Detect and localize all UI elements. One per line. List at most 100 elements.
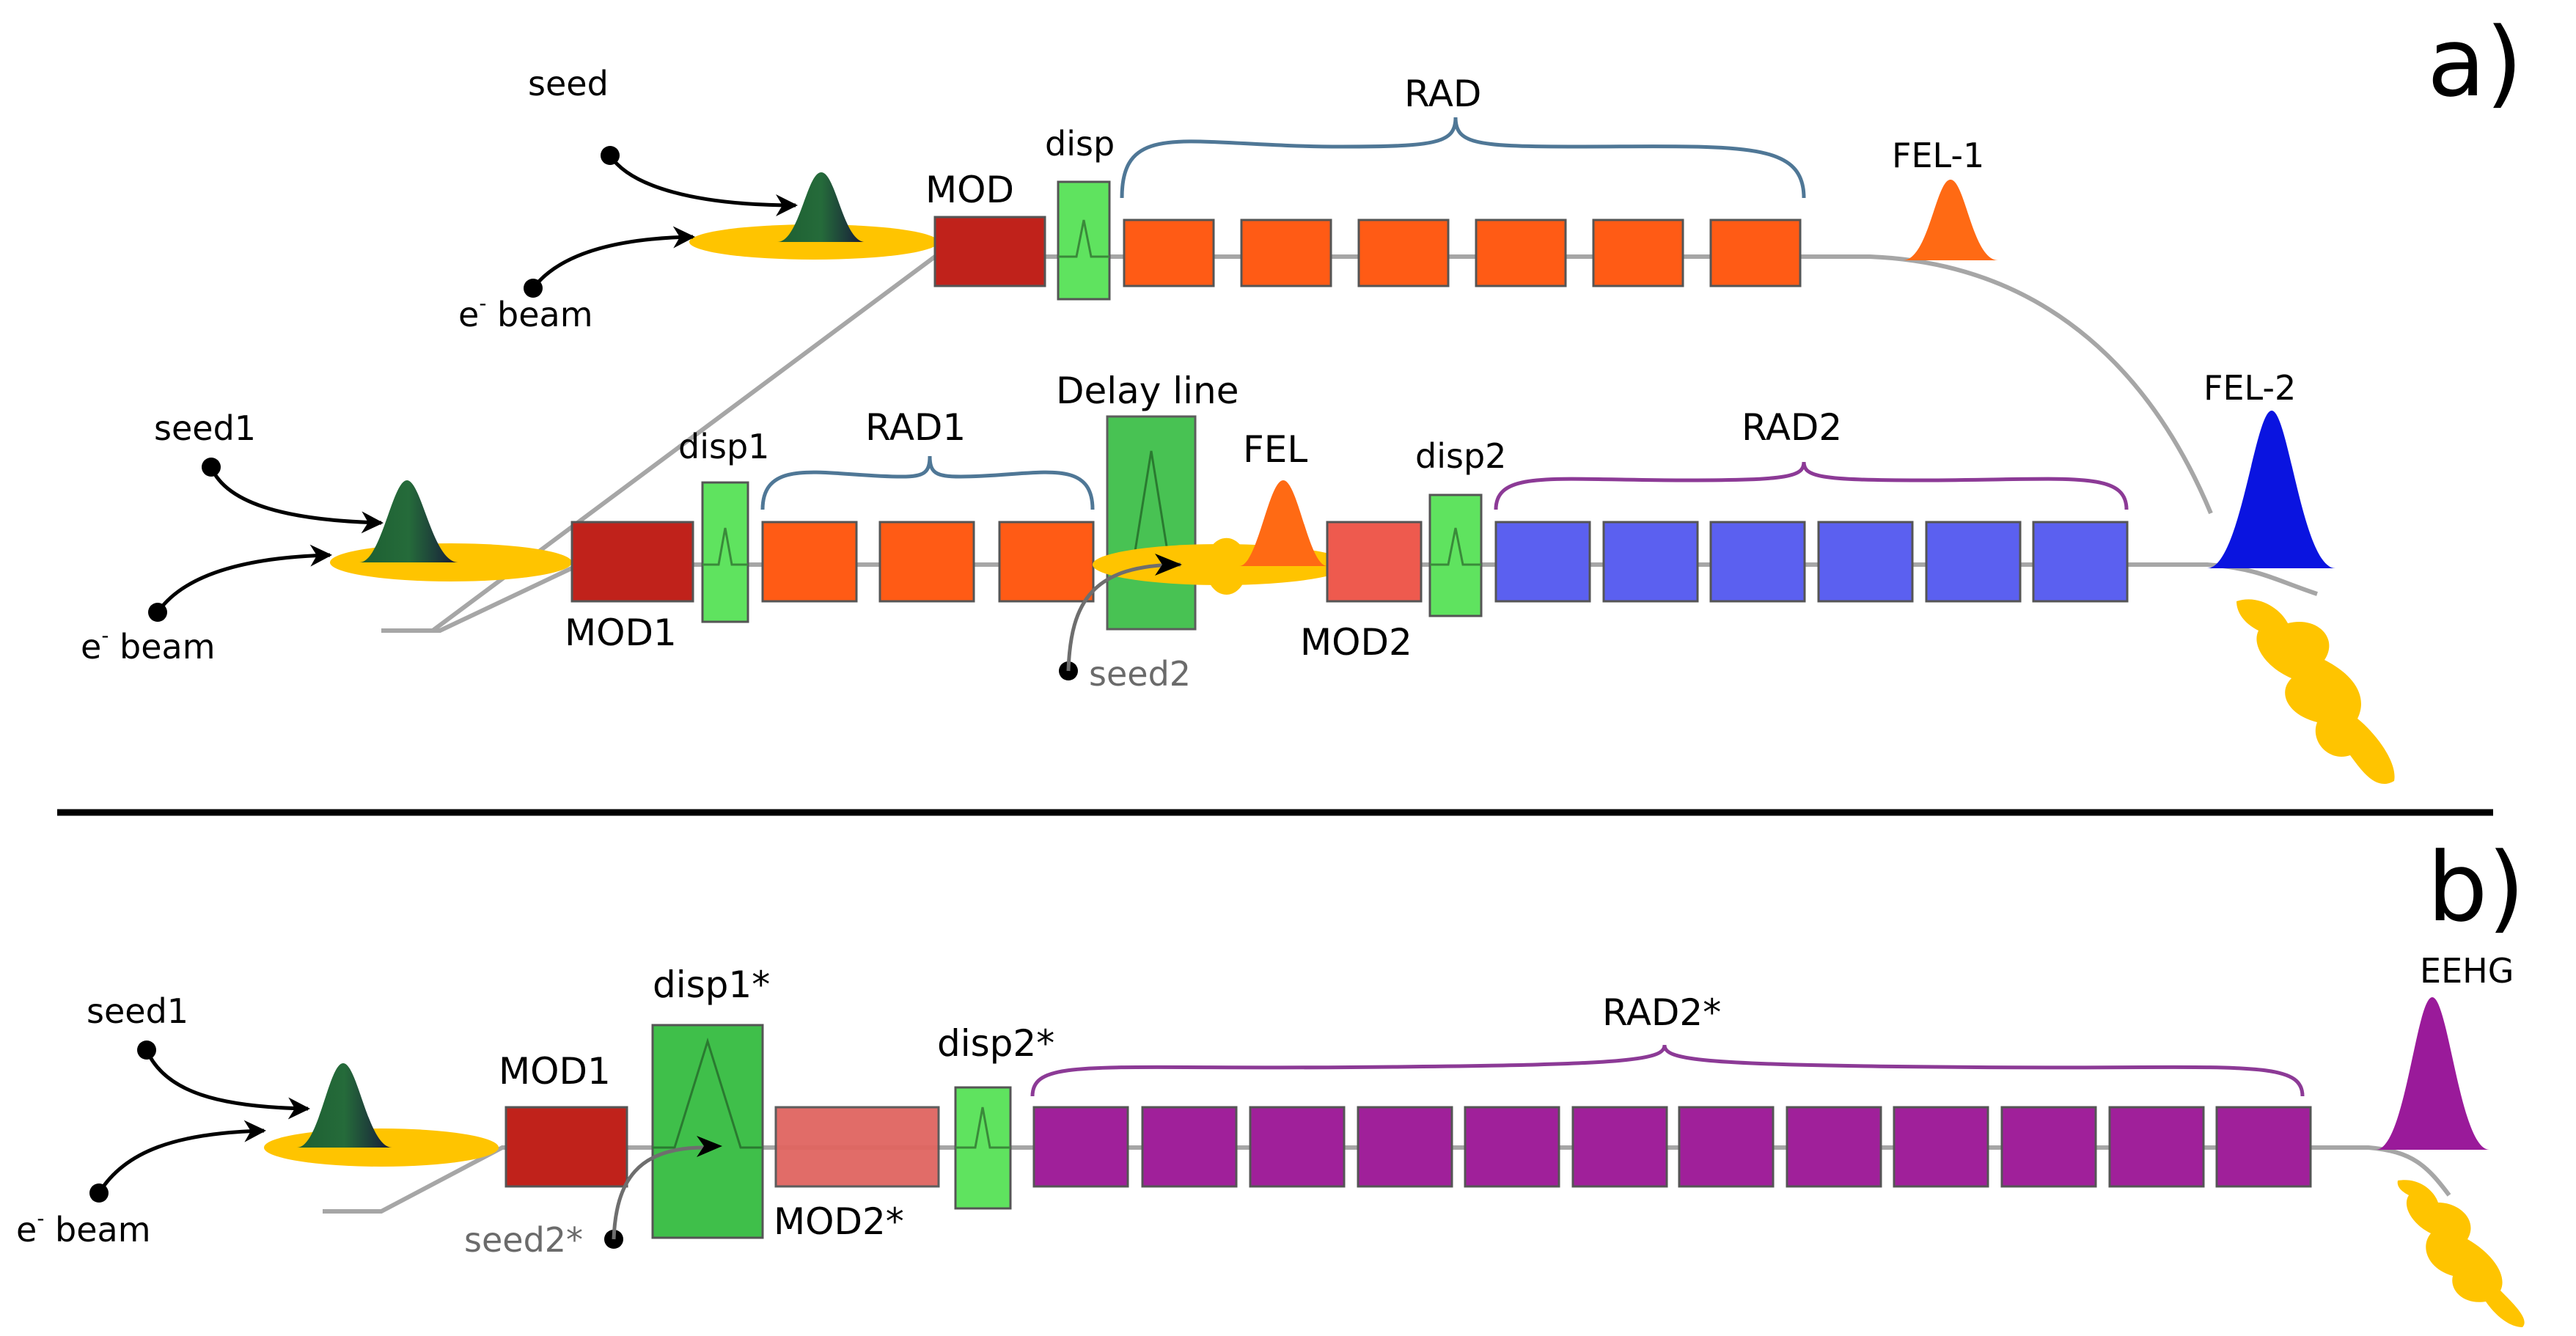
- middle-seed2-label: seed2: [1089, 654, 1191, 694]
- middle-rad2-undulator: [2032, 521, 2129, 603]
- middle-beam-path: [381, 562, 2318, 633]
- middle-seed1-arrow-icon: [209, 466, 384, 534]
- middle-disp1-label: disp1: [678, 427, 769, 466]
- bottom-rad2-undulator: [1032, 1106, 1129, 1188]
- middle-rad1-undulator: [761, 521, 858, 603]
- middle-microbunch-blob-icon: [2236, 599, 2395, 785]
- top-rad-brace: [1120, 117, 1806, 199]
- middle-rad2-undulator: [1709, 521, 1806, 603]
- bottom-seed1-pulse-icon: [297, 1063, 392, 1148]
- middle-mod2-block: [1326, 521, 1423, 603]
- bottom-seed2-label: seed2*: [464, 1220, 583, 1260]
- middle-rad2-brace: [1494, 461, 2129, 510]
- top-fel1-pulse-icon: [1903, 180, 1998, 260]
- middle-fel2-pulse-icon: [2207, 411, 2335, 568]
- bottom-rad2-label: RAD2*: [1602, 991, 1721, 1034]
- bottom-disp1-label: disp1*: [653, 964, 770, 1006]
- middle-fel-label: FEL: [1243, 428, 1307, 471]
- top-disp-chicane: [1057, 180, 1111, 301]
- bottom-rad2-undulator: [1786, 1106, 1882, 1188]
- panel-label-a: a): [2427, 7, 2522, 118]
- middle-delay-line-label: Delay line: [1056, 370, 1239, 412]
- top-mod-block: [933, 216, 1046, 287]
- bottom-seed1-arrow-icon: [144, 1049, 310, 1120]
- top-rad-undulator: [1123, 219, 1215, 287]
- bottom-rad2-undulator: [1249, 1106, 1346, 1188]
- middle-seed1-label: seed1: [154, 408, 256, 448]
- bottom-rad2-undulator: [1678, 1106, 1775, 1188]
- middle-disp1-chicane: [701, 481, 749, 623]
- bottom-eehg-label: EEHG: [2420, 951, 2514, 991]
- panel-label-b: b): [2427, 832, 2525, 943]
- middle-rad2-undulator: [1602, 521, 1699, 603]
- middle-seed2-arrow-icon: [1066, 562, 1181, 672]
- bottom-rad2-undulator: [1141, 1106, 1238, 1188]
- bottom-mod1-label: MOD1: [499, 1050, 611, 1093]
- top-ebeam-arrow-icon: [532, 226, 695, 290]
- bottom-rad2-undulator: [1464, 1106, 1560, 1188]
- bottom-disp2-chicane-path: [955, 1106, 1010, 1149]
- middle-seed1-pulse-icon: [359, 480, 458, 562]
- top-ebeam-label: e- beam: [458, 291, 593, 334]
- middle-disp2-chicane: [1428, 493, 1483, 617]
- top-disp-chicane-path: [1058, 219, 1109, 258]
- bottom-disp2-label: disp2*: [937, 1022, 1054, 1065]
- middle-fel2-label: FEL-2: [2203, 368, 2296, 408]
- bottom-rad2-undulator: [1571, 1106, 1668, 1188]
- middle-microbunch-blob-icon: [1173, 537, 1276, 595]
- bottom-beamline-group: seed1 e- beam MOD1 disp1* seed2* MOD2* d…: [16, 951, 2525, 1327]
- middle-rad1-undulator: [998, 521, 1095, 603]
- bottom-eehg-pulse-icon: [2376, 997, 2489, 1150]
- bottom-mod2-block: [774, 1106, 940, 1188]
- middle-rad2-label: RAD2: [1742, 406, 1842, 449]
- middle-rad1-undulator: [878, 521, 975, 603]
- bottom-mod2-label: MOD2*: [774, 1200, 904, 1243]
- middle-rad1-brace: [760, 455, 1095, 510]
- middle-disp2-chicane-path: [1430, 527, 1481, 566]
- top-beamline-group: seed e- beam MOD disp RAD FEL-1: [431, 64, 2213, 633]
- bottom-microbunch-blob-icon: [2397, 1180, 2525, 1327]
- middle-mod2-label: MOD2: [1300, 621, 1412, 664]
- top-rad-undulator: [1475, 219, 1567, 287]
- bottom-ebeam-arrow-icon: [97, 1120, 266, 1194]
- top-seed-label: seed: [528, 64, 609, 103]
- bottom-disp1-chicane-path: [653, 1037, 763, 1149]
- middle-disp1-chicane-path: [702, 527, 748, 566]
- bottom-rad2-undulator: [2108, 1106, 2205, 1188]
- bottom-rad2-brace: [1030, 1044, 2305, 1097]
- middle-beamline-group: seed1 e- beam MOD1 disp1 RAD1 Delay line…: [81, 368, 2395, 785]
- middle-rad2-undulator: [1925, 521, 2022, 603]
- middle-ebeam-arrow-icon: [155, 544, 332, 614]
- middle-rad2-undulator: [1817, 521, 1914, 603]
- middle-ebeam-label: e- beam: [81, 623, 216, 667]
- middle-rad1-label: RAD1: [865, 406, 966, 449]
- bottom-mod1-block: [504, 1106, 628, 1188]
- top-fel1-label: FEL-1: [1892, 136, 1984, 175]
- bottom-rad2-undulator: [2000, 1106, 2097, 1188]
- top-rad-undulator: [1240, 219, 1332, 287]
- middle-rad2-undulator: [1494, 521, 1591, 603]
- top-disp-label: disp: [1045, 124, 1115, 164]
- bottom-seed2-arrow-icon: [612, 1145, 705, 1240]
- middle-mod1-label: MOD1: [565, 612, 677, 654]
- middle-fel-pulse-icon: [1239, 480, 1327, 566]
- top-seed-pulse-icon: [777, 172, 865, 242]
- top-rad-undulator: [1357, 219, 1450, 287]
- middle-mod1-block: [570, 521, 694, 603]
- middle-seed2-arrowhead-icon: [1155, 554, 1182, 576]
- bottom-seed2-arrowhead-icon: [697, 1136, 722, 1157]
- top-rad-undulator: [1592, 219, 1684, 287]
- bottom-rad2-undulator: [1893, 1106, 1989, 1188]
- bottom-ebeam-label: e- beam: [16, 1206, 151, 1249]
- bottom-disp1-chicane: [651, 1024, 764, 1239]
- top-seed-arrow-icon: [608, 154, 798, 216]
- middle-disp2-label: disp2: [1415, 436, 1506, 476]
- top-rad-undulator: [1709, 219, 1802, 287]
- top-mod-label: MOD: [925, 169, 1014, 211]
- bottom-rad2-undulator: [2215, 1106, 2312, 1188]
- bottom-seed1-label: seed1: [87, 991, 188, 1031]
- middle-delay-line-chicane: [1106, 415, 1197, 631]
- bottom-rad2-undulator: [1357, 1106, 1453, 1188]
- top-rad-label: RAD: [1404, 73, 1481, 115]
